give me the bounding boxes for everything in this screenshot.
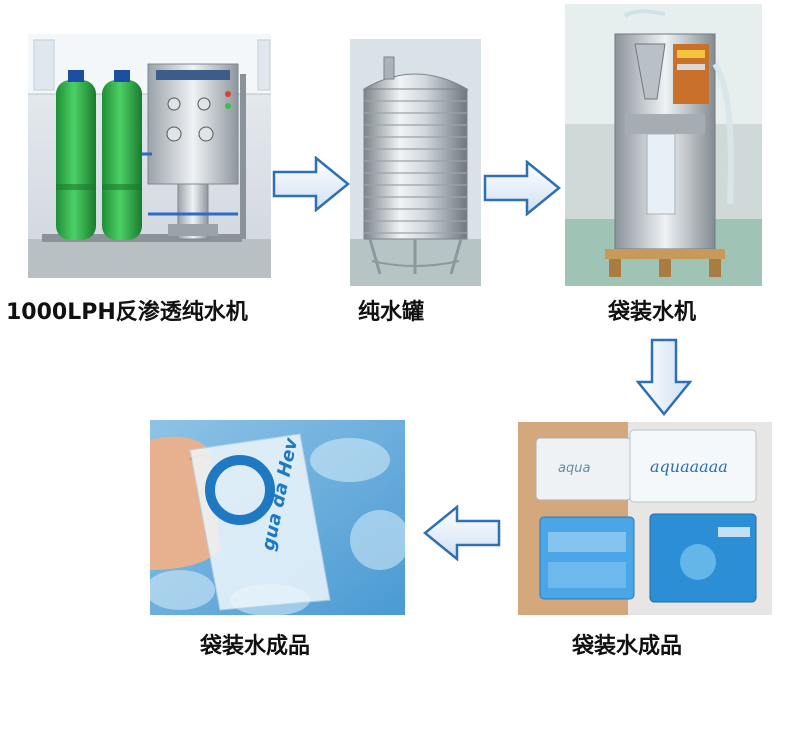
sachet-hand-illustration: gua da Hev — [150, 420, 405, 615]
arrow-down-icon — [636, 338, 692, 416]
filling-machine-illustration — [565, 4, 762, 286]
step-1-label: 1000LPH反渗透纯水机 — [6, 300, 248, 325]
sachet-products-illustration: aqua aquaaaaa — [518, 422, 772, 615]
step-3-label: 袋装水机 — [608, 300, 697, 325]
sachet-in-hand-photo: gua da Hev — [150, 420, 405, 615]
arrow-right-1 — [272, 156, 350, 212]
arrow-right-icon — [272, 156, 350, 212]
ro-machine-photo — [28, 34, 271, 278]
step-2-label: 纯水罐 — [358, 300, 425, 325]
ro-machine-illustration — [28, 34, 271, 278]
svg-text:aqua: aqua — [558, 461, 590, 476]
step-5-label: 袋装水成品 — [200, 634, 311, 659]
arrow-left — [423, 505, 501, 561]
step-4-label: 袋装水成品 — [572, 634, 683, 659]
water-tank-photo — [350, 39, 481, 286]
arrow-down — [636, 338, 692, 416]
arrow-right-icon — [483, 160, 561, 216]
card-print: aquaaaaa — [650, 457, 728, 476]
tank-illustration — [350, 39, 481, 286]
sachet-products-photo: aqua aquaaaaa — [518, 422, 772, 615]
filling-machine-photo — [565, 4, 762, 286]
arrow-right-2 — [483, 160, 561, 216]
arrow-left-icon — [423, 505, 501, 561]
